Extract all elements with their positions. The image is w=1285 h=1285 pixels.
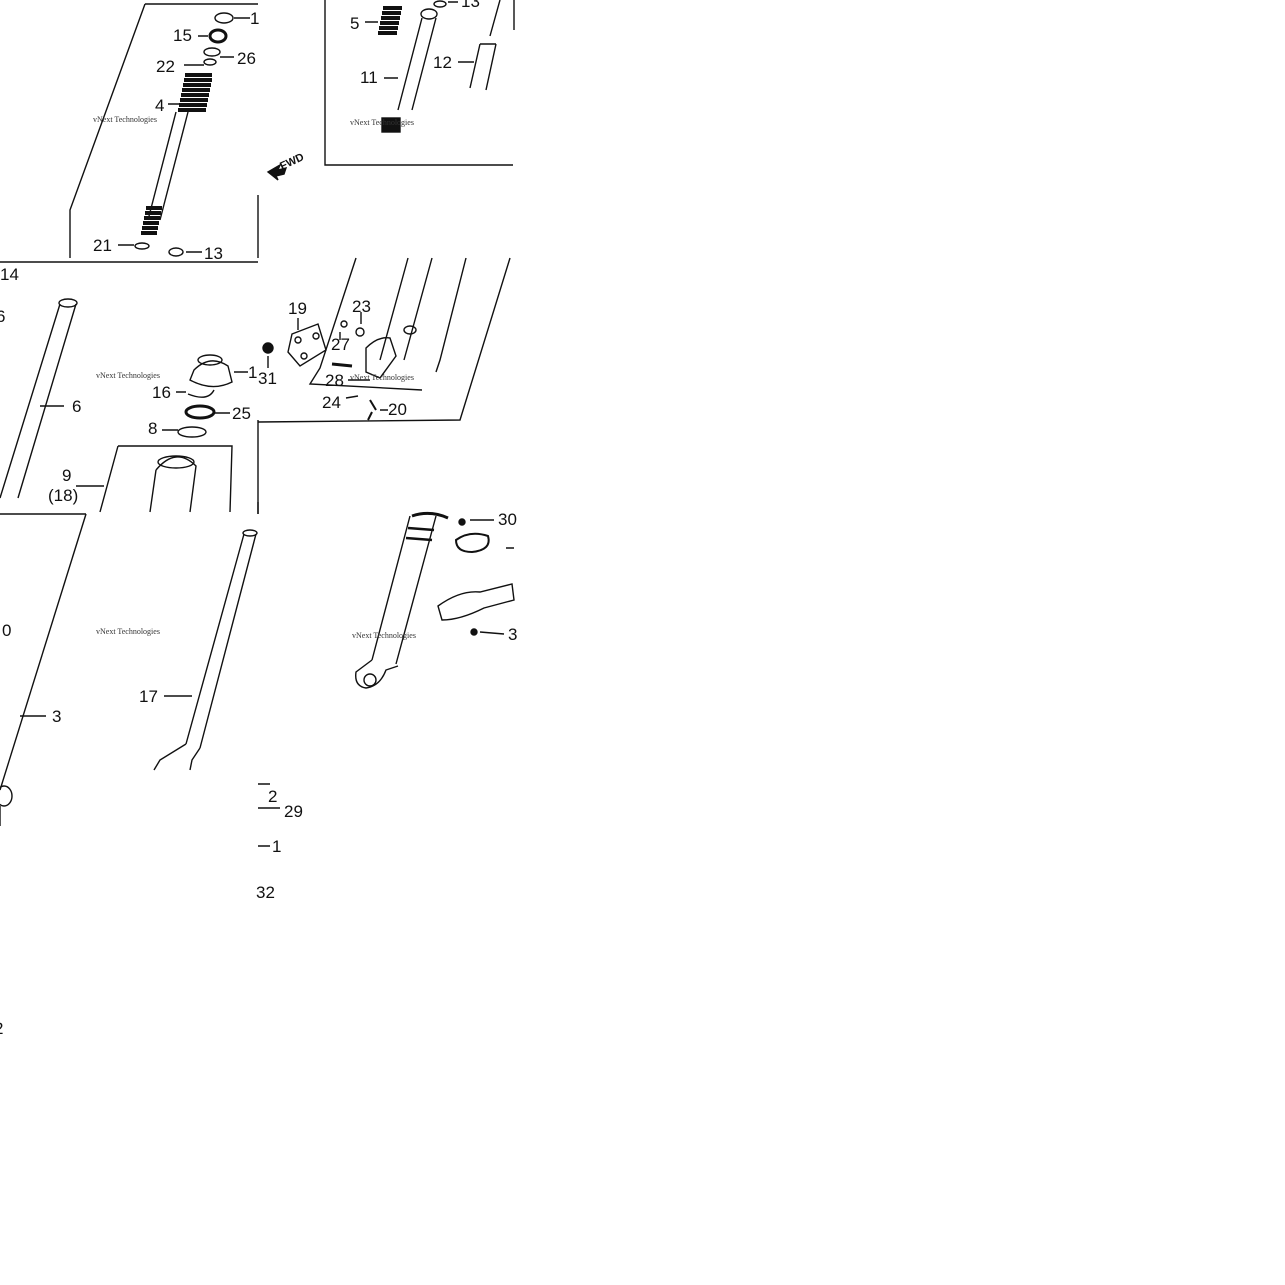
watermark-text: vNext Technologies xyxy=(93,115,157,124)
watermark-text: vNext Technologies xyxy=(350,373,414,382)
callout-number: 19 xyxy=(288,299,307,318)
callout-number: 3 xyxy=(52,707,61,726)
watermark-text: vNext Technologies xyxy=(96,371,160,380)
callout-number: 11 xyxy=(360,68,378,87)
callout-number: 28 xyxy=(325,371,344,390)
callout-labels: 1 15 26 22 4 21 13 14 5 13 11 12 6 6 1 1… xyxy=(0,0,517,1038)
callout-number: 15 xyxy=(173,26,192,45)
callout-number: 29 xyxy=(284,802,303,821)
callout-number: 3 xyxy=(508,625,517,644)
panel-middle-left xyxy=(0,298,259,515)
callout-number: 1 xyxy=(250,9,259,28)
callout-number: 6 xyxy=(0,307,5,326)
callout-number: 26 xyxy=(237,49,256,68)
callout-number: (18) xyxy=(48,486,78,505)
callout-number: 2 xyxy=(0,1019,3,1038)
panel-bottom-right xyxy=(355,511,515,689)
callout-number: 13 xyxy=(204,244,223,263)
panel-bottom-middle xyxy=(153,502,280,847)
callout-number: 8 xyxy=(148,419,157,438)
watermark-text: vNext Technologies xyxy=(352,631,416,640)
callout-number: 21 xyxy=(93,236,112,255)
callout-number: 17 xyxy=(139,687,158,706)
callout-number: 23 xyxy=(352,297,371,316)
callout-number: 13 xyxy=(461,0,480,11)
callout-number: 1 xyxy=(248,363,257,382)
watermark-text: vNext Technologies xyxy=(350,118,414,127)
callout-number: 24 xyxy=(322,393,341,412)
callout-number: 1 xyxy=(272,837,281,856)
watermark-text: vNext Technologies xyxy=(96,627,160,636)
callout-number: 31 xyxy=(258,369,277,388)
panel-bottom-left xyxy=(0,513,87,826)
panel-middle-right xyxy=(257,257,511,423)
callout-number: 30 xyxy=(498,510,517,529)
callout-number: 14 xyxy=(0,265,19,284)
watermarks: vNext Technologies vNext Technologies vN… xyxy=(93,115,416,640)
callout-number: 20 xyxy=(388,400,407,419)
callout-number: 22 xyxy=(156,57,175,76)
callout-number: 4 xyxy=(155,96,164,115)
fwd-label: FWD xyxy=(278,151,306,172)
callout-number: 0 xyxy=(2,621,11,640)
panel-top-right xyxy=(266,0,515,181)
callout-number: 12 xyxy=(433,53,452,72)
callout-number: 27 xyxy=(331,335,350,354)
callout-number: 32 xyxy=(256,883,275,902)
panel-top-left xyxy=(0,3,259,263)
callout-number: 2 xyxy=(268,787,277,806)
callout-number: 6 xyxy=(72,397,81,416)
callout-number: 9 xyxy=(62,466,71,485)
callout-number: 5 xyxy=(350,14,359,33)
callout-number: 16 xyxy=(152,383,171,402)
callout-number: 25 xyxy=(232,404,251,423)
